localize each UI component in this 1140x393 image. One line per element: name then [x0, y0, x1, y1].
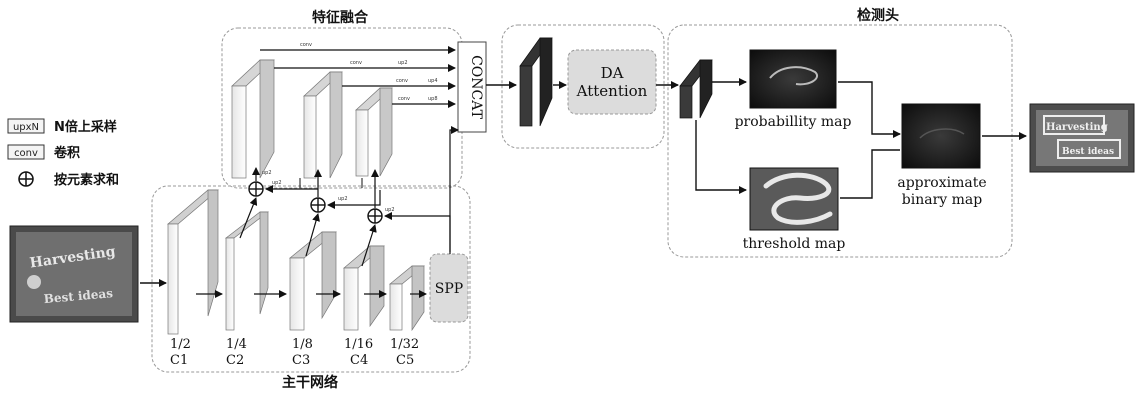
add-node-3: [367, 208, 383, 224]
input-image: Harvesting Best ideas: [9, 225, 139, 323]
p3-conv-label: conv: [396, 78, 408, 84]
input-image-text-2: Best ideas: [43, 286, 114, 306]
probability-map-label: probabillity map: [735, 114, 852, 130]
legend: upxN N倍上采样 conv 卷积 按元素求和: [7, 118, 119, 188]
output-image-text-2: Best ideas: [1062, 147, 1114, 157]
da-attention-region: [501, 24, 665, 149]
p4-up8-label: up8: [428, 96, 438, 102]
stage-c5-name: C5: [396, 353, 414, 368]
add-node-2: [310, 197, 326, 213]
stage-c3-name: C3: [292, 353, 310, 368]
stage-c5-scale: 1/32: [390, 337, 419, 352]
stage-c4-name: C4: [350, 353, 368, 368]
backbone-region: [151, 185, 471, 373]
fusion-up-label-a: up2: [262, 170, 272, 176]
add-node-1: [248, 181, 264, 197]
detection-head-region: [667, 24, 1013, 258]
stage-c4-scale: 1/16: [344, 337, 373, 352]
concat-feature-map: [519, 37, 553, 127]
p4-conv-label: conv: [398, 96, 410, 102]
conv-legend-tag: conv: [14, 148, 38, 159]
stage-c1-scale: 1/2: [170, 337, 191, 352]
approx-binary-map-image: [901, 103, 981, 169]
upsample-legend-label: N倍上采样: [54, 119, 117, 135]
detection-head-title: 检测头: [857, 7, 899, 24]
conv-legend-label: 卷积: [54, 145, 80, 161]
stage-labels: 1/2 C1 1/4 C2 1/8 C3 1/16 C4 1/32 C5: [170, 337, 419, 368]
threshold-map-label: threshold map: [743, 236, 846, 252]
backbone-c1-slab: [167, 189, 219, 335]
fusion-top-conv-label: conv: [300, 42, 312, 48]
feature-fusion-title: 特征融合: [312, 9, 369, 26]
p2-conv-label: conv: [350, 60, 362, 66]
output-image-text-1: Harvesting: [1046, 122, 1108, 133]
spp-block: [429, 253, 469, 323]
backbone-c5-slab: [389, 265, 425, 332]
threshold-map-image: [749, 167, 839, 231]
upsample-legend-box: [7, 118, 45, 134]
backbone-c4-slab: [343, 245, 385, 331]
da-attention-block: [567, 49, 657, 115]
backbone-title: 主干网络: [282, 374, 338, 391]
up-path-label-2: up2: [338, 196, 348, 202]
stage-c2-name: C2: [226, 353, 244, 368]
stage-c2-scale: 1/4: [226, 337, 247, 352]
concat-label: CONCAT: [468, 55, 484, 119]
upsample-legend-tag: upxN: [13, 122, 39, 133]
fusion-p2-slab: [231, 59, 275, 179]
spp-label: SPP: [435, 281, 463, 297]
head-feature-map: [679, 59, 713, 119]
up-path-label-3: up2: [272, 180, 282, 186]
da-attention-label-2: Attention: [576, 82, 648, 100]
stage-c3-scale: 1/8: [292, 337, 313, 352]
p2-up2-label: up2: [398, 60, 408, 66]
output-image: Harvesting Best ideas: [1029, 103, 1135, 173]
approx-binary-map-label-2: binary map: [902, 192, 982, 208]
concat-block: [457, 41, 487, 133]
fusion-p4-slab: [355, 87, 393, 177]
conv-legend-box: [7, 144, 45, 160]
probability-map-image: [749, 49, 837, 109]
p3-up4-label: up4: [428, 78, 438, 84]
backbone-c2-slab: [224, 211, 270, 331]
up-path-label-1: up2: [385, 207, 395, 213]
add-legend-label: 按元素求和: [54, 172, 119, 188]
backbone-c3-slab: [289, 231, 337, 331]
approx-binary-map-label-1: approximate: [897, 175, 986, 191]
fusion-p3-slab: [303, 71, 343, 179]
add-legend-icon: [18, 171, 34, 187]
stage-c1-name: C1: [170, 353, 188, 368]
da-attention-label-1: DA: [601, 64, 624, 82]
